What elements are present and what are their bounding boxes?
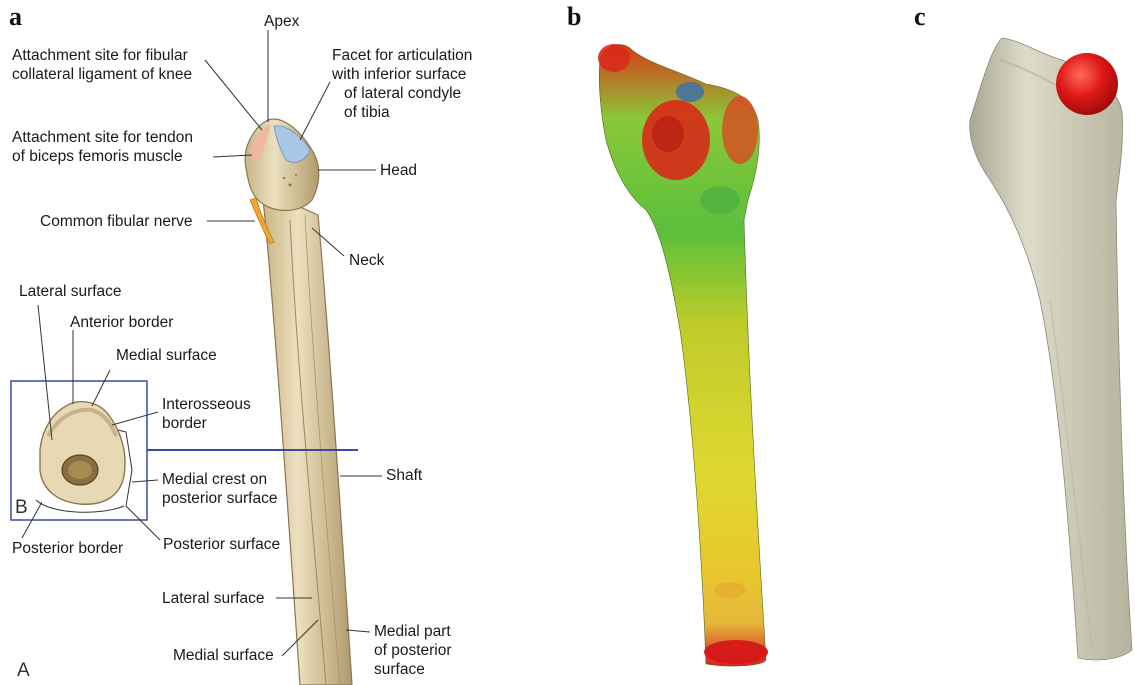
label-head: Head bbox=[380, 161, 417, 180]
label-interosseous-2: border bbox=[162, 414, 207, 433]
label-attach-fibular-1: Attachment site for fibular bbox=[12, 46, 188, 65]
label-posterior-surface: Posterior surface bbox=[163, 535, 280, 554]
label-facet-4: of tibia bbox=[344, 103, 390, 122]
label-attach-fibular-2: collateral ligament of knee bbox=[12, 65, 192, 84]
label-shaft: Shaft bbox=[386, 466, 422, 485]
label-anterior-border: Anterior border bbox=[70, 313, 173, 332]
heat-blob-3 bbox=[598, 44, 630, 72]
label-posterior-border: Posterior border bbox=[12, 539, 123, 558]
figure-letter-B: B bbox=[15, 497, 28, 519]
red-sphere-marker bbox=[1056, 53, 1118, 115]
label-attach-biceps-2: of biceps femoris muscle bbox=[12, 147, 183, 166]
heat-blob-bottom bbox=[704, 640, 768, 664]
label-lateral-surface: Lateral surface bbox=[162, 589, 265, 608]
heatmap-fibula bbox=[598, 44, 768, 666]
label-medial-crest-2: posterior surface bbox=[162, 489, 277, 508]
grey-mesh-fibula bbox=[970, 38, 1132, 660]
label-interosseous-1: Interosseous bbox=[162, 395, 251, 414]
label-facet-2: with inferior surface bbox=[332, 65, 466, 84]
panel-letter-c: c bbox=[914, 2, 926, 32]
label-medial-part-1: Medial part bbox=[374, 622, 451, 641]
label-medial-surface: Medial surface bbox=[173, 646, 274, 665]
label-neck: Neck bbox=[349, 251, 384, 270]
panel-letter-a: a bbox=[9, 2, 22, 32]
label-medial-surface-inset: Medial surface bbox=[116, 346, 217, 365]
heat-blob-2 bbox=[722, 96, 758, 164]
label-apex: Apex bbox=[264, 12, 299, 31]
panel-letter-b: b bbox=[567, 2, 581, 32]
label-medial-crest-1: Medial crest on bbox=[162, 470, 267, 489]
figure-letter-A: A bbox=[17, 660, 30, 682]
label-medial-part-2: of posterior bbox=[374, 641, 452, 660]
label-facet-3: of lateral condyle bbox=[344, 84, 461, 103]
label-medial-part-3: surface bbox=[374, 660, 425, 679]
grey-mesh-shape bbox=[970, 38, 1132, 660]
fibula-shaft bbox=[262, 190, 352, 685]
cross-section-bone bbox=[40, 402, 125, 505]
label-attach-biceps-1: Attachment site for tendon bbox=[12, 128, 193, 147]
label-common-fibular-nerve: Common fibular nerve bbox=[40, 212, 192, 231]
label-facet-1: Facet for articulation bbox=[332, 46, 472, 65]
label-lateral-surface-inset: Lateral surface bbox=[19, 282, 122, 301]
